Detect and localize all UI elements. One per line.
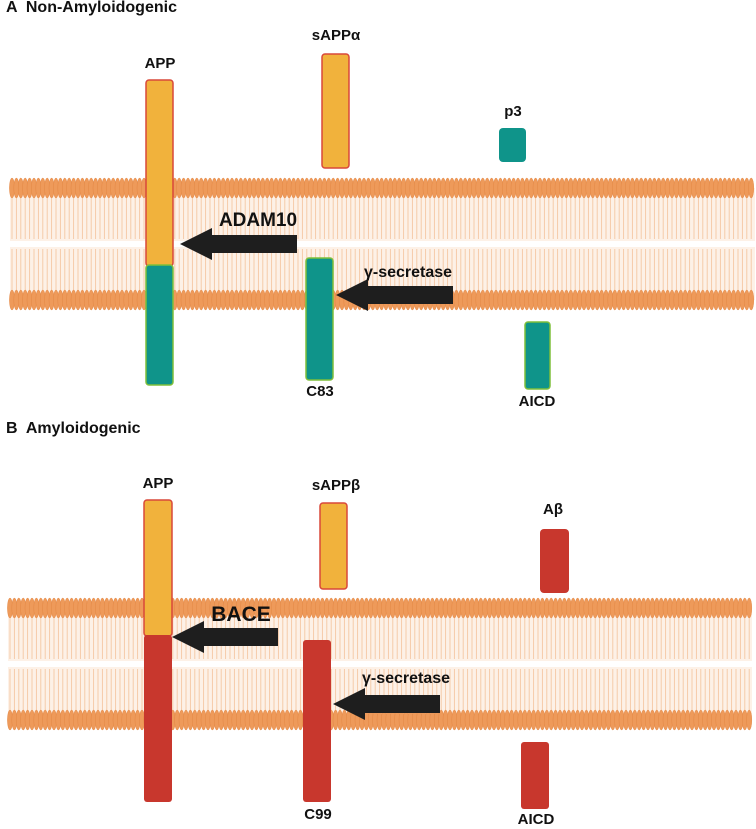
app-label-b: APP — [142, 475, 174, 492]
app-c83-segment-a — [145, 264, 174, 386]
panel-a-letter: A — [6, 0, 17, 16]
aicd-fragment-b — [521, 742, 549, 809]
panel-b-shapes — [143, 499, 569, 809]
adam10-arrow — [180, 228, 297, 260]
aicd-label-a: AICD — [518, 393, 556, 410]
abeta-fragment — [540, 529, 569, 593]
bace-arrow — [172, 621, 278, 653]
gamma-secretase-label-a: γ-secretase — [363, 264, 453, 281]
panel-b-heading: B Amyloidogenic — [6, 420, 141, 438]
panel-b-title: Amyloidogenic — [25, 420, 141, 437]
adam10-label: ADAM10 — [218, 210, 298, 231]
c83-label: C83 — [306, 383, 334, 400]
app-label-a: APP — [144, 55, 176, 72]
c83-fragment — [305, 257, 334, 381]
panel-a-heading: A Non-Amyloidogenic — [6, 0, 177, 17]
p3-fragment — [499, 128, 526, 162]
app-c99-segment-b — [144, 635, 172, 802]
aicd-fragment-a — [524, 321, 551, 390]
app-extracellular-segment-a — [145, 79, 174, 267]
gamma-secretase-label-b: γ-secretase — [361, 670, 451, 687]
sapp-beta-label: sAPPβ — [311, 477, 361, 494]
gamma-secretase-arrow-a — [336, 279, 453, 311]
bace-label: BACE — [211, 603, 271, 626]
membranes — [7, 177, 755, 731]
panel-b-letter: B — [6, 420, 18, 437]
c99-fragment — [303, 640, 331, 802]
p3-label: p3 — [504, 103, 522, 120]
abeta-label: Aβ — [543, 501, 563, 518]
sapp-alpha-fragment — [321, 53, 350, 169]
sapp-alpha-label: sAPPα — [311, 27, 361, 44]
panel-a-title: Non-Amyloidogenic — [25, 0, 177, 16]
aicd-label-b: AICD — [517, 811, 555, 828]
sapp-beta-fragment — [319, 502, 348, 590]
c99-label: C99 — [304, 806, 332, 823]
gamma-secretase-arrow-b — [333, 688, 440, 720]
panel-a-shapes — [145, 53, 551, 390]
app-extracellular-segment-b — [143, 499, 173, 637]
